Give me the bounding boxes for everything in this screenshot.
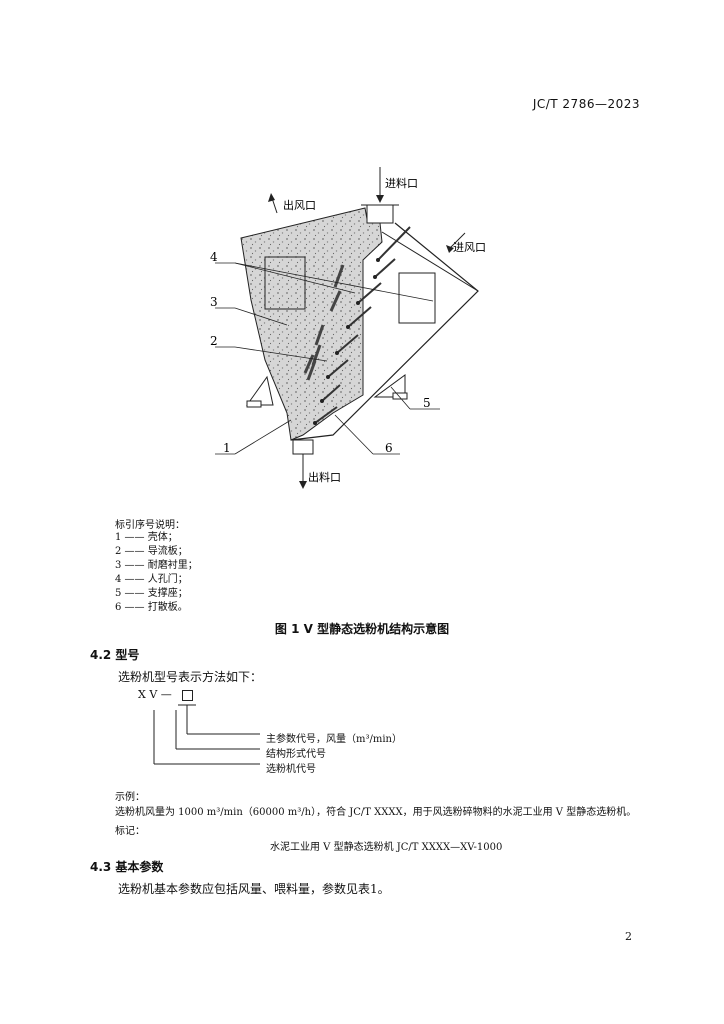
- section-heading-4-3: 4.3 基本参数: [90, 860, 164, 874]
- model-code-box: [182, 690, 193, 701]
- code-part-structure: 结构形式代号: [266, 749, 326, 760]
- feed-inlet: [366, 204, 394, 224]
- mark-text: 水泥工业用 V 型静态选粉机 JC/T XXXX—XV-1000: [270, 842, 503, 853]
- support-right: [373, 374, 406, 398]
- legend-title: 标引序号说明：: [115, 520, 185, 531]
- code-part-main-param: 主参数代号，风量（m³/min）: [266, 734, 402, 745]
- callout-4: 4: [210, 250, 218, 264]
- legend-item: 1 —— 壳体；: [115, 532, 178, 543]
- callout-6: 6: [385, 441, 393, 455]
- material-outlet: [292, 439, 314, 455]
- mark-label: 标记：: [115, 826, 145, 837]
- dispersing-plates: [314, 226, 411, 424]
- legend-item: 5 —— 支撑座；: [115, 588, 188, 599]
- air-outlet-label: 出风口: [283, 198, 316, 212]
- material-outlet-label: 出料口: [308, 470, 341, 484]
- manhole-door-left: [264, 256, 306, 310]
- callout-1: 1: [223, 441, 231, 455]
- feed-inlet-label: 进料口: [385, 176, 418, 190]
- section-4-3-text: 选粉机基本参数应包括风量、喂料量，参数见表1。: [118, 882, 390, 896]
- section-4-2-intro: 选粉机型号表示方法如下：: [118, 670, 263, 684]
- guide-plates: [303, 264, 345, 381]
- example-label: 示例：: [115, 792, 145, 803]
- model-code-diagram: [153, 704, 260, 765]
- legend-item: 3 —— 耐磨衬里；: [115, 560, 198, 571]
- legend-item: 6 —— 打散板。: [115, 602, 188, 613]
- air-inlet-label: 进风口: [453, 241, 486, 254]
- section-heading-4-2: 4.2 型号: [90, 648, 140, 662]
- code-part-separator: 选粉机代号: [266, 764, 316, 775]
- callout-2: 2: [210, 334, 218, 348]
- callout-5: 5: [423, 396, 431, 410]
- callout-3: 3: [210, 295, 218, 309]
- legend-item: 2 —— 导流板；: [115, 546, 188, 557]
- page-number: 2: [625, 930, 632, 943]
- figure-caption: 图 1 V 型静态选粉机结构示意图: [274, 622, 450, 636]
- model-code-letters: X V —: [138, 688, 172, 701]
- standard-code: JC/T 2786—2023: [532, 97, 640, 111]
- example-text: 选粉机风量为 1000 m³/min（60000 m³/h），符合 JC/T X…: [115, 807, 637, 818]
- legend-item: 4 —— 人孔门；: [115, 574, 188, 585]
- separator-diagram: 进料口 出风口 进风口 出料口: [210, 167, 486, 489]
- shell-right: [290, 222, 479, 441]
